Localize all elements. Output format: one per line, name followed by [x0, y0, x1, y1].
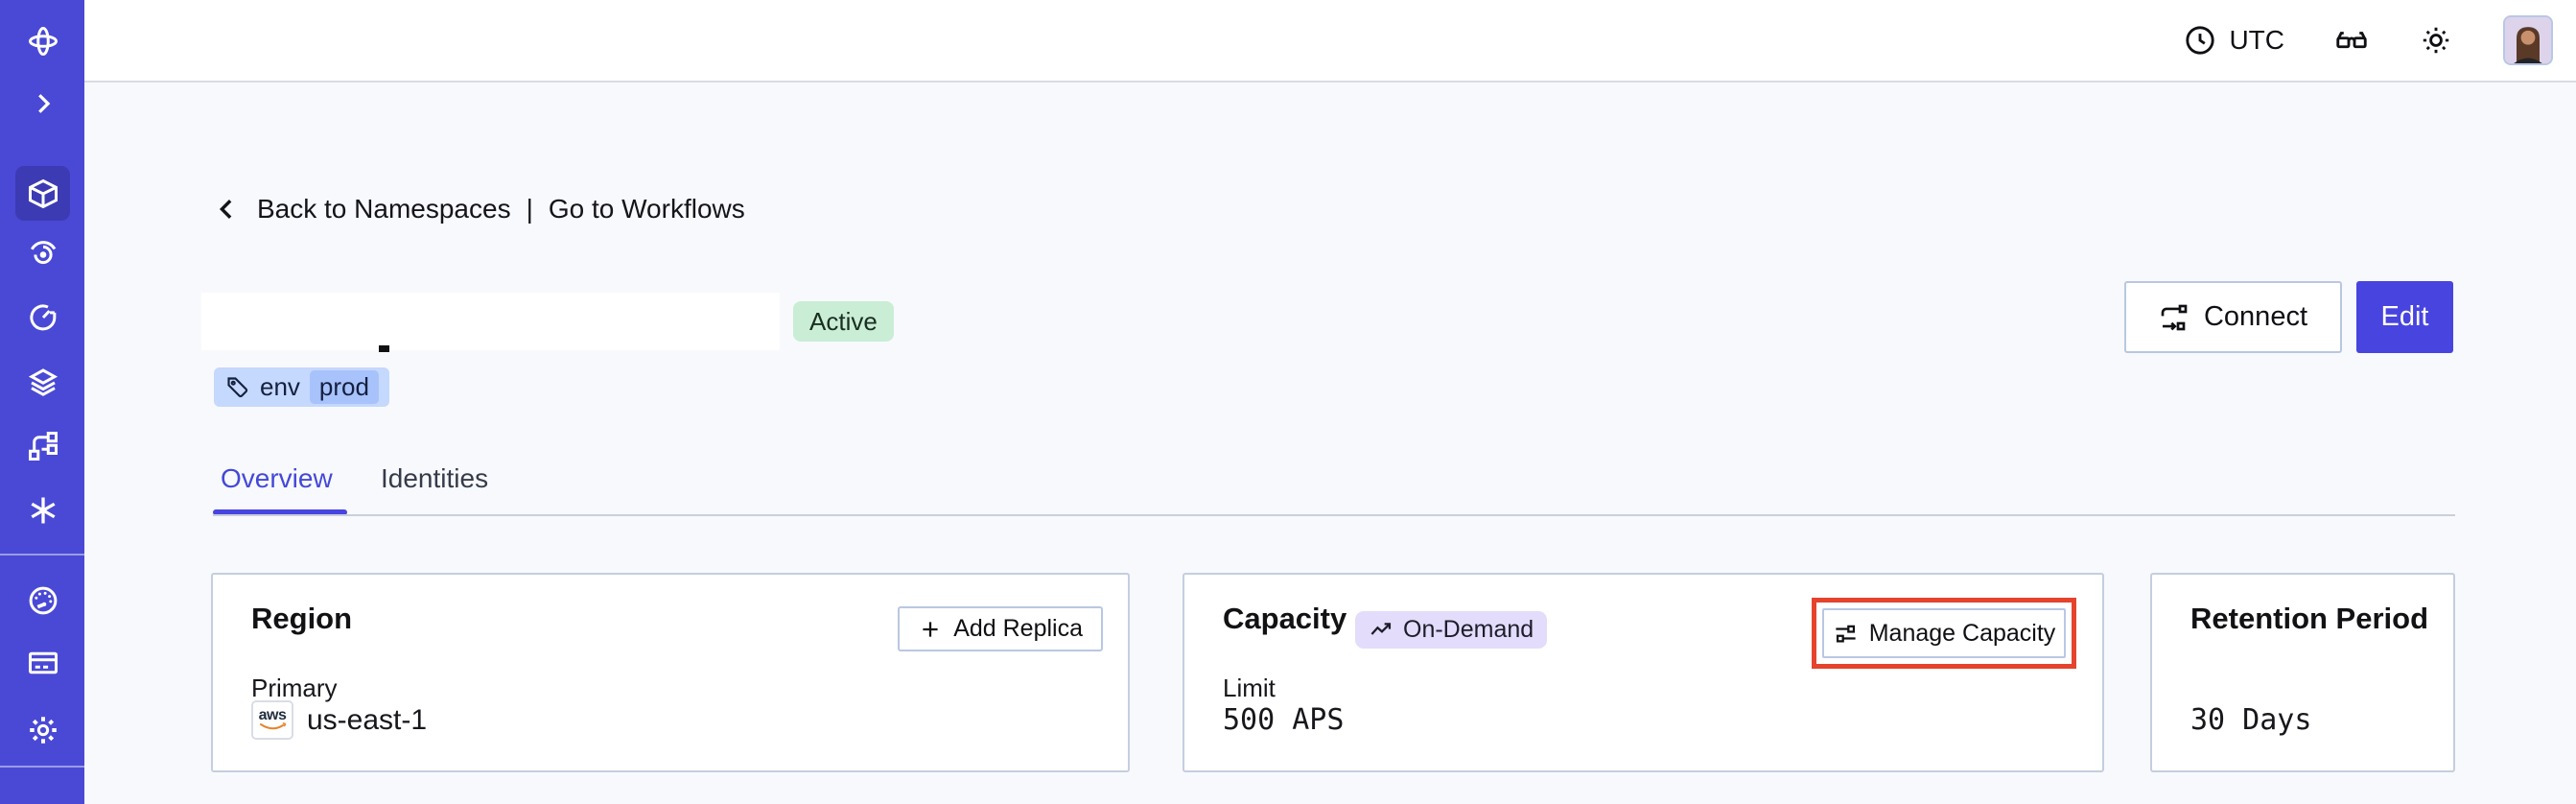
breadcrumb-back-link[interactable]: Back to Namespaces	[257, 194, 511, 224]
sidebar-item-profile[interactable]	[15, 792, 70, 804]
trending-up-icon	[1370, 623, 1392, 635]
theme-toggle-sun-icon[interactable]	[2419, 23, 2453, 58]
tab-overview[interactable]: Overview	[221, 463, 333, 493]
status-badge: Active	[793, 301, 894, 342]
aws-logo-text: aws	[258, 707, 287, 723]
edit-button[interactable]: Edit	[2356, 281, 2453, 353]
capacity-limit-value: 500 APS	[1223, 703, 1345, 737]
retention-value: 30 Days	[2190, 703, 2312, 737]
sidebar-item-namespaces[interactable]	[15, 166, 70, 221]
cube-icon	[28, 178, 58, 208]
edit-button-label: Edit	[2380, 301, 2429, 332]
sidebar-item-usage[interactable]	[15, 573, 70, 627]
tag-icon	[227, 377, 248, 398]
sidebar-item-workflows[interactable]	[15, 225, 70, 280]
sidebar-divider	[0, 554, 84, 556]
region-value: us-east-1	[307, 703, 428, 736]
clock-icon	[2183, 23, 2217, 58]
credit-card-icon	[28, 651, 58, 674]
tab-identities[interactable]: Identities	[381, 463, 489, 493]
breadcrumb: Back to Namespaces | Go to Workflows	[213, 194, 745, 225]
sidebar-item-batch-operations[interactable]	[15, 354, 70, 409]
temporal-logo-icon	[15, 13, 70, 68]
layers-icon	[28, 367, 58, 396]
aws-smile-icon	[260, 722, 286, 730]
highlight-box: Manage Capacity	[1812, 598, 2076, 669]
namespace-tag-chip[interactable]: env prod	[214, 367, 389, 407]
timer-icon	[29, 303, 56, 330]
manage-capacity-button[interactable]: Manage Capacity	[1822, 608, 2066, 658]
capacity-card-title: Capacity	[1223, 602, 1347, 635]
region-card-title: Region	[251, 602, 353, 635]
branch-icon	[28, 431, 58, 461]
add-replica-button[interactable]: Add Replica	[898, 606, 1103, 651]
sidebar-item-deployments[interactable]	[15, 418, 70, 473]
sidebar-item-billing[interactable]	[15, 635, 70, 690]
sidebar-expand-button[interactable]	[15, 76, 70, 130]
retention-card-title: Retention Period	[2190, 602, 2429, 635]
region-card: Region Add Replica Primary aws us-east-1	[211, 573, 1130, 772]
sliders-icon	[1836, 625, 1856, 642]
on-demand-badge: On-Demand	[1355, 611, 1548, 649]
timezone-selector[interactable]: UTC	[2183, 23, 2284, 58]
tab-divider-line	[213, 514, 2455, 516]
avatar[interactable]	[2503, 15, 2553, 65]
chevron-left-icon[interactable]	[213, 195, 242, 224]
active-tab-indicator	[213, 509, 347, 515]
region-value-row: aws us-east-1	[251, 700, 427, 740]
sidebar-item-schedules[interactable]	[15, 290, 70, 344]
namespace-name-redacted	[201, 293, 780, 350]
chevron-right-icon	[37, 93, 50, 113]
asterisk-icon	[30, 497, 56, 523]
retention-card: Retention Period 30 Days	[2150, 573, 2455, 772]
tag-key: env	[260, 372, 300, 401]
spiral-icon	[30, 240, 56, 264]
sidebar	[0, 0, 84, 804]
connect-button[interactable]: Connect	[2124, 281, 2342, 353]
capacity-card: Capacity On-Demand Manage Capacity Limit…	[1183, 573, 2104, 772]
plus-icon	[923, 621, 938, 637]
timezone-label: UTC	[2229, 25, 2284, 55]
primary-label: Primary	[251, 674, 338, 702]
add-replica-label: Add Replica	[953, 615, 1083, 642]
gauge-icon	[29, 586, 57, 614]
namespace-name-remnant	[379, 345, 389, 352]
limit-label: Limit	[1223, 674, 1276, 702]
tag-value: prod	[309, 370, 379, 404]
sidebar-divider	[0, 766, 84, 768]
sidebar-item-nexus[interactable]	[15, 483, 70, 537]
sidebar-item-settings[interactable]	[15, 702, 70, 757]
connect-icon	[2161, 304, 2188, 330]
glasses-icon[interactable]	[2334, 23, 2369, 58]
connect-button-label: Connect	[2203, 301, 2307, 332]
aws-logo: aws	[251, 700, 293, 740]
manage-capacity-label: Manage Capacity	[1868, 619, 2056, 647]
top-bar: UTC	[84, 0, 2576, 83]
breadcrumb-separator: |	[526, 194, 533, 224]
breadcrumb-workflows-link[interactable]: Go to Workflows	[548, 194, 745, 224]
gear-icon	[29, 716, 57, 744]
on-demand-badge-label: On-Demand	[1403, 616, 1534, 643]
